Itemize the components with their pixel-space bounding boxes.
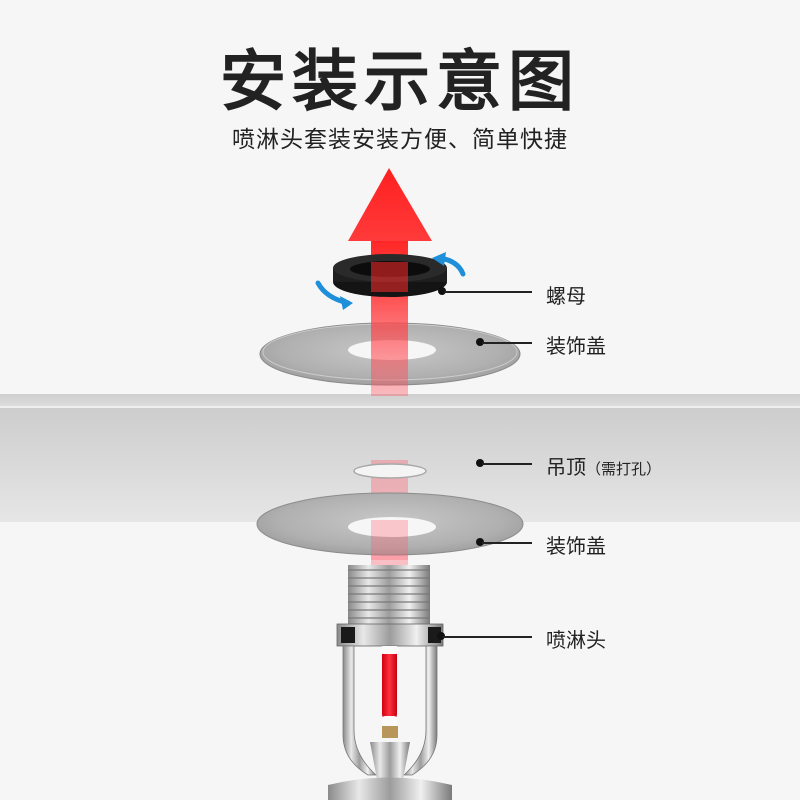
label-cover-bottom: 装饰盖: [546, 534, 606, 558]
cover-top-leader-line: [482, 342, 532, 344]
rotate-arrow-head-left: [340, 296, 353, 310]
label-ceiling: 吊顶（需打孔）: [546, 451, 661, 480]
ceiling-edge: [0, 394, 800, 406]
sprinkler-head: [328, 565, 452, 800]
label-ceiling-text: 吊顶: [546, 455, 586, 479]
ceiling-leader-line: [482, 463, 532, 465]
nut: [333, 254, 447, 297]
page-title: 安装示意图: [220, 43, 580, 120]
sprinkler-pointer-dot: [437, 632, 445, 640]
decorative-cover-bottom: [256, 492, 524, 560]
ceiling-hole: [353, 463, 427, 479]
rotate-arrow-head-right: [432, 252, 446, 266]
label-sprinkler: 喷淋头: [546, 628, 606, 652]
sprinkler-leader-line: [443, 636, 532, 638]
label-cover-top: 装饰盖: [546, 334, 606, 358]
cover-bottom-pointer-dot: [476, 538, 484, 546]
cover-top-pointer-dot: [476, 338, 484, 346]
label-ceiling-note: （需打孔）: [586, 460, 662, 478]
nut-pointer-dot: [438, 287, 446, 295]
label-nut: 螺母: [546, 284, 586, 308]
ceiling-pointer-dot: [476, 459, 484, 467]
up-arrow-icon: [348, 168, 432, 241]
subtitle: 喷淋头套装安装方便、简单快捷: [232, 127, 568, 153]
cover-bottom-leader-line: [482, 542, 532, 544]
ceiling-edge-highlight: [0, 406, 800, 408]
nut-leader-line: [444, 291, 532, 293]
